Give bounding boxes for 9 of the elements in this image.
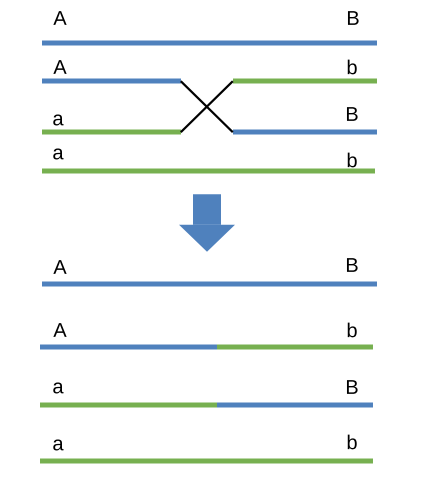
chromosome: A b — [40, 322, 373, 350]
chromosome: A B — [42, 11, 377, 46]
chromosome: a B — [40, 380, 373, 408]
chromosome: a b — [40, 434, 373, 464]
chromosome: A B — [42, 258, 377, 286]
crossover-drawing — [180, 80, 234, 134]
chromosome: a B — [42, 107, 377, 134]
chromosome: A b — [42, 60, 377, 84]
chromosome: a b — [42, 148, 375, 174]
